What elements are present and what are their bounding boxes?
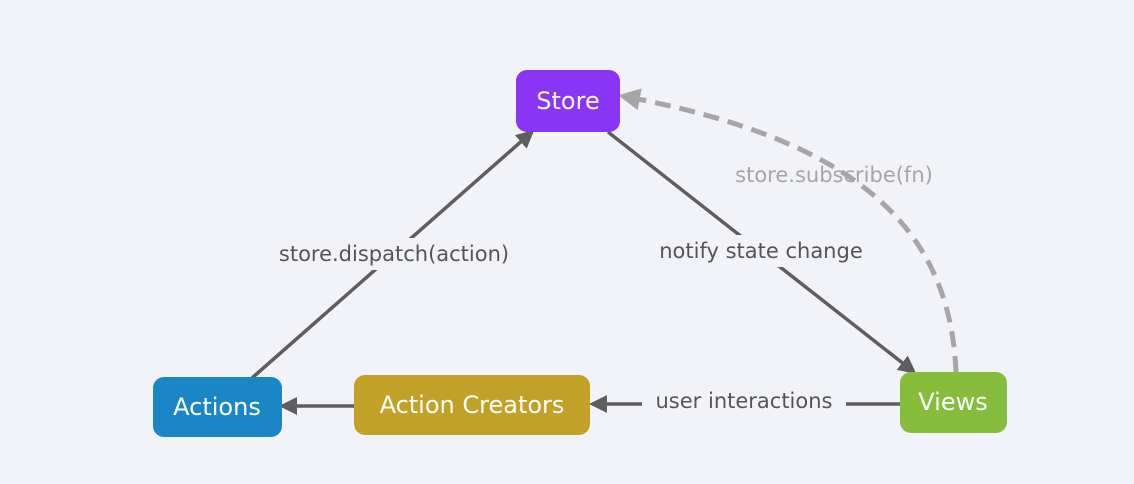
dispatch-label: store.dispatch(action) [279, 242, 509, 266]
notify-label-bg [644, 235, 878, 267]
action-creators-node: Action Creators [354, 375, 590, 435]
notify-label: notify state change [659, 239, 863, 263]
user-interactions-label-bg [642, 386, 846, 418]
views-node: Views [900, 372, 1007, 433]
store-node-label: Store [536, 87, 599, 115]
subscribe-label: store.subscribe(fn) [735, 163, 933, 187]
action-creators-node-label: Action Creators [380, 391, 565, 419]
actions-node: Actions [153, 377, 282, 437]
subscribe-edge [618, 88, 959, 373]
dispatch-label-bg [262, 238, 526, 270]
store-node: Store [516, 70, 620, 132]
user-interactions-label: user interactions [656, 389, 833, 413]
views-node-label: Views [918, 388, 987, 416]
actions-node-label: Actions [173, 393, 261, 421]
